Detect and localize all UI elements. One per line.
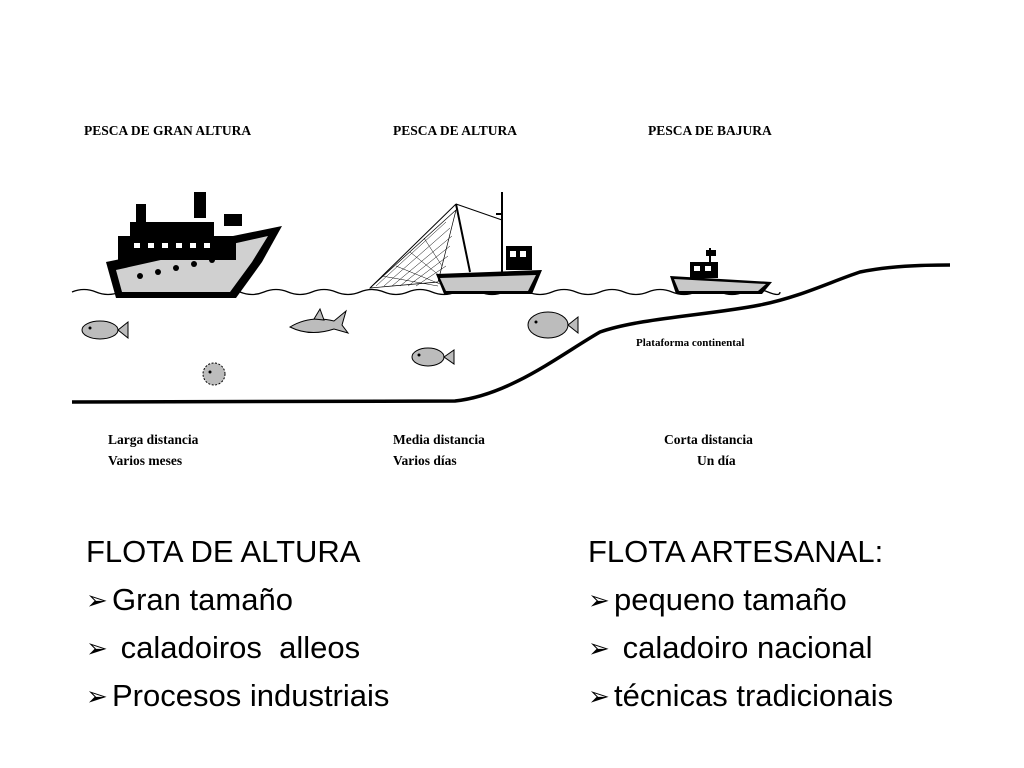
list-item-text: Gran tamaño: [112, 582, 293, 617]
list-item-text: técnicas tradicionais: [614, 678, 894, 713]
arrow-bullet-icon: ➢: [86, 633, 108, 663]
zone-duration-bajura: Un día: [697, 453, 736, 468]
list-item: ➢pequeno tamaño: [588, 576, 893, 624]
sea-floor-profile: [71, 263, 951, 404]
zone-title-altura: PESCA DE ALTURA: [393, 123, 517, 138]
pufferfish-icon: [202, 362, 226, 386]
list-item-text: pequeno tamaño: [614, 582, 847, 617]
small-fishing-boat-icon: [670, 248, 772, 294]
shelf-label: Plataforma continental: [636, 337, 744, 349]
arrow-bullet-icon: ➢: [588, 681, 610, 711]
zone-duration-gran-altura: Varios meses: [108, 453, 182, 468]
zone-title-bajura: PESCA DE BAJURA: [648, 123, 772, 138]
arrow-bullet-icon: ➢: [86, 681, 108, 711]
flota-altura-title: FLOTA DE ALTURA: [86, 534, 361, 569]
list-item-text: Procesos industriais: [112, 678, 390, 713]
large-factory-ship-icon: [106, 192, 282, 298]
zone-title-gran-altura: PESCA DE GRAN ALTURA: [84, 123, 251, 138]
arrow-bullet-icon: ➢: [86, 585, 108, 615]
arrow-bullet-icon: ➢: [588, 633, 610, 663]
fish-icon: [81, 320, 129, 340]
list-item: ➢ caladoiros alleos: [86, 624, 389, 672]
zone-distance-altura: Media distancia: [393, 432, 485, 447]
list-item: ➢ caladoiro nacional: [588, 624, 893, 672]
zone-distance-gran-altura: Larga distancia: [108, 432, 199, 447]
flota-artesanal-list: FLOTA ARTESANAL: ➢pequeno tamaño ➢ calad…: [588, 528, 893, 720]
flota-altura-list: FLOTA DE ALTURA ➢Gran tamaño ➢ caladoiro…: [86, 528, 389, 720]
list-item: ➢Procesos industriais: [86, 672, 389, 720]
list-item-text: caladoiro nacional: [614, 630, 873, 665]
fish-icon: [527, 311, 579, 339]
trawler-with-net-icon: [368, 192, 542, 294]
flota-artesanal-title: FLOTA ARTESANAL:: [588, 534, 884, 569]
fish-icon: [411, 347, 455, 367]
list-item: ➢Gran tamaño: [86, 576, 389, 624]
list-item: ➢técnicas tradicionais: [588, 672, 893, 720]
shark-icon: [288, 307, 350, 334]
zone-distance-bajura: Corta distancia: [664, 432, 753, 447]
zone-duration-altura: Varios días: [393, 453, 457, 468]
list-item-text: caladoiros alleos: [112, 630, 361, 665]
arrow-bullet-icon: ➢: [588, 585, 610, 615]
